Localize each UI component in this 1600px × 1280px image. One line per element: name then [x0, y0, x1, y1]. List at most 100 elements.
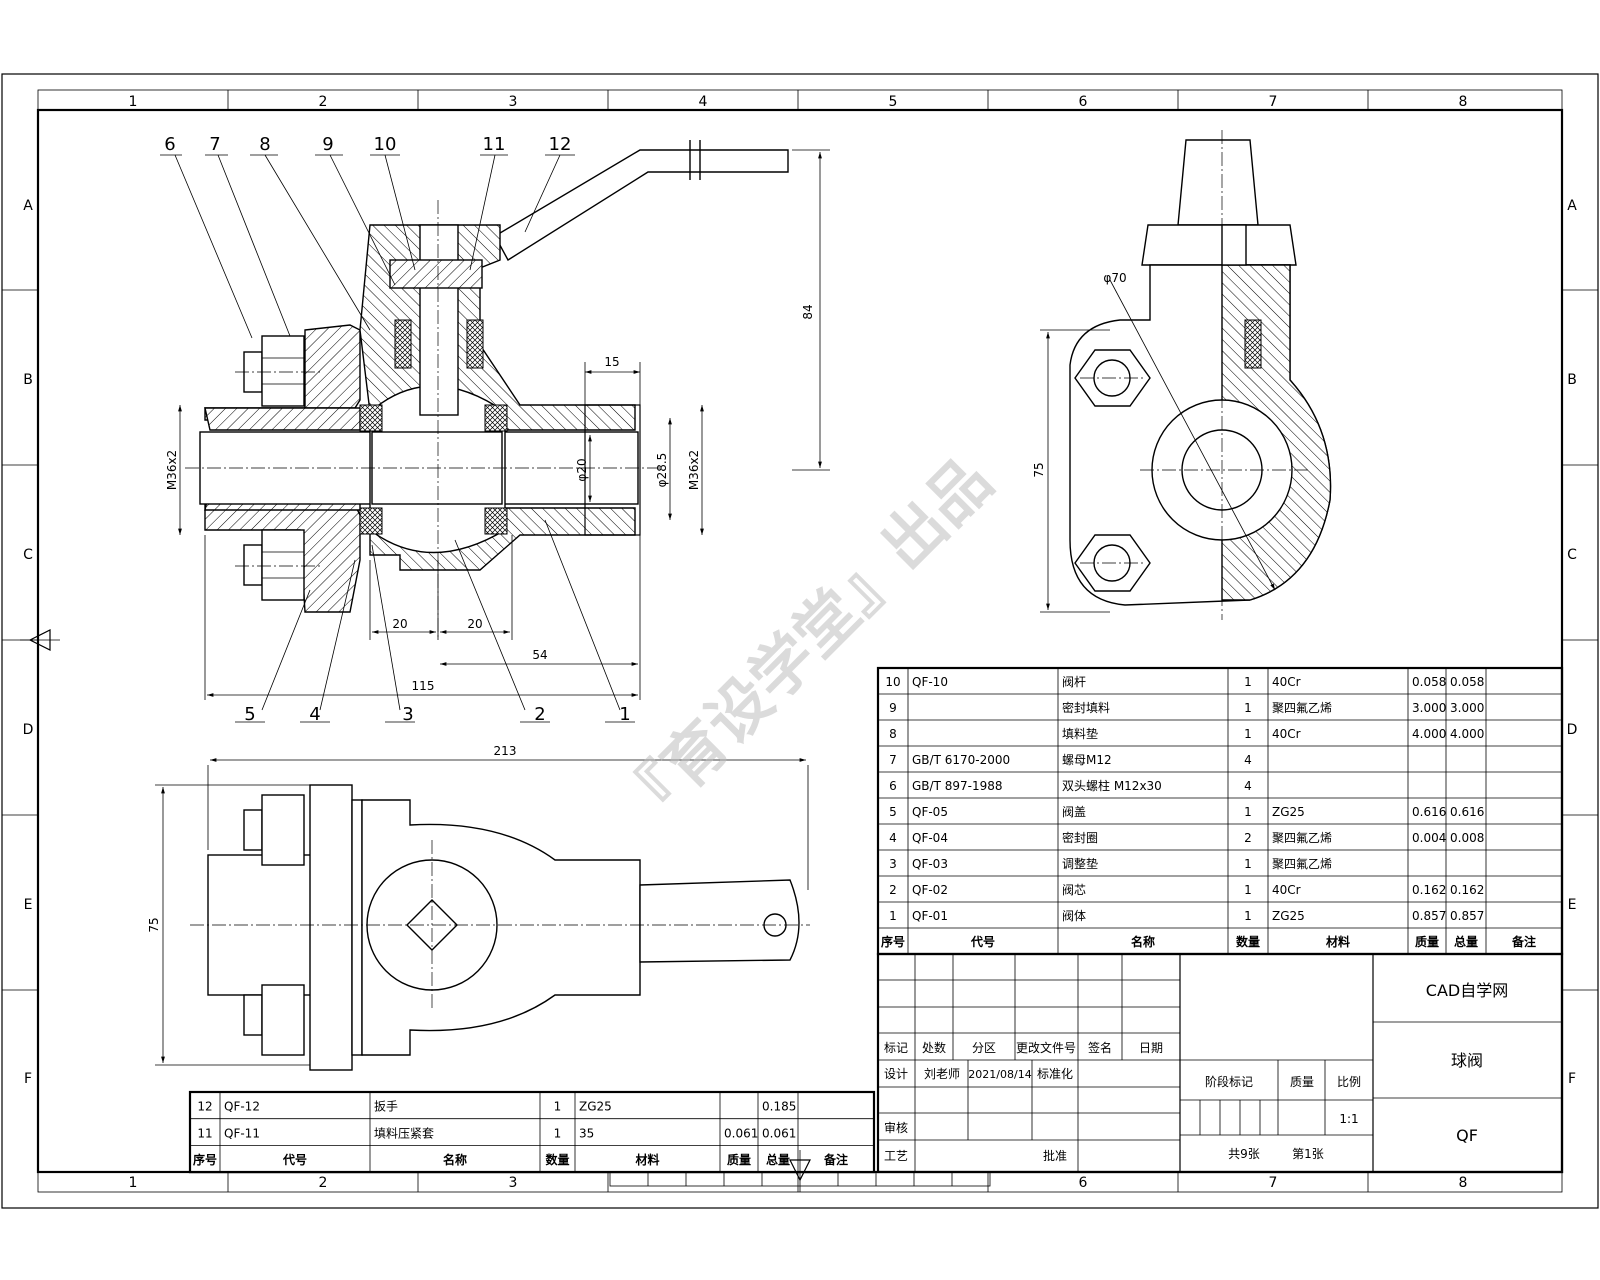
- rev-header-sign: 签名: [1088, 1040, 1112, 1055]
- table-cell: 4: [1244, 779, 1252, 793]
- table-cell: 1: [1244, 883, 1252, 897]
- svg-text:B: B: [1567, 372, 1577, 388]
- sheets-total: 共9张: [1228, 1147, 1260, 1161]
- svg-text:6: 6: [1079, 1175, 1088, 1191]
- table-cell: QF-02: [912, 883, 948, 897]
- balloon-8: 8: [259, 134, 270, 155]
- table-header-cell: 总量: [766, 1152, 790, 1167]
- table-header-cell: 材料: [634, 1152, 659, 1167]
- process-label: 工艺: [884, 1149, 908, 1163]
- part-balloons: [160, 154, 635, 723]
- table-header-cell: 备注: [823, 1152, 848, 1167]
- dim-thread-left: M36x2: [165, 450, 179, 490]
- balloon-2: 2: [534, 704, 545, 725]
- table-cell: 12: [197, 1100, 212, 1114]
- table-cell: 1: [554, 1126, 562, 1140]
- table-cell: 4: [1244, 753, 1252, 767]
- balloon-5: 5: [244, 704, 255, 725]
- part-name: 球阀: [1451, 1051, 1483, 1070]
- table-cell: 阀杆: [1062, 675, 1086, 689]
- table-cell: QF-04: [912, 831, 948, 845]
- dim-15: 15: [604, 355, 619, 369]
- svg-text:2: 2: [319, 1175, 328, 1191]
- table-cell: 0.162: [1412, 883, 1446, 897]
- design-label: 设计: [884, 1067, 908, 1081]
- table-cell: 密封圈: [1062, 830, 1098, 845]
- table-cell: 0.162: [1450, 883, 1484, 897]
- grid-ticks: [2, 90, 1598, 1192]
- svg-text:A: A: [23, 198, 33, 214]
- dim-bore: φ20: [575, 458, 589, 481]
- svg-text:E: E: [1568, 897, 1577, 913]
- rev-header-count: 处数: [922, 1040, 946, 1055]
- centering-mark-left: [20, 629, 60, 651]
- rev-header-mark: 标记: [884, 1041, 908, 1055]
- table-cell: 阀盖: [1062, 805, 1086, 819]
- balloon-6: 6: [164, 134, 175, 155]
- table-border: [188, 1090, 876, 1174]
- table-cell: 7: [889, 753, 897, 767]
- table-cell: 1: [1244, 727, 1252, 741]
- table-header-cell: 序号: [193, 1152, 217, 1167]
- svg-text:A: A: [1567, 198, 1577, 214]
- svg-text:D: D: [23, 722, 34, 738]
- table-cell: 3.000: [1450, 701, 1484, 715]
- rev-header-date: 日期: [1139, 1041, 1163, 1055]
- svg-text:8: 8: [1459, 94, 1468, 110]
- svg-text:3: 3: [509, 1175, 518, 1191]
- svg-text:8: 8: [1459, 1175, 1468, 1191]
- svg-text:D: D: [1567, 722, 1578, 738]
- table-cell: QF-11: [224, 1126, 260, 1140]
- table-cell: 4.000: [1450, 727, 1484, 741]
- table-cell: 0.857: [1412, 909, 1446, 923]
- table-cell: 1: [1244, 857, 1252, 871]
- table-header-cell: 序号: [881, 934, 905, 949]
- scale-label: 比例: [1337, 1075, 1361, 1089]
- balloon-1: 1: [619, 704, 630, 725]
- designer-name: 刘老师: [924, 1067, 960, 1081]
- table-cell: 8: [889, 727, 897, 741]
- table-header-cell: 质量: [727, 1152, 751, 1167]
- stage-label: 阶段标记: [1205, 1074, 1253, 1089]
- table-cell: 聚四氟乙烯: [1272, 857, 1332, 871]
- table-cell: 2: [889, 883, 897, 897]
- balloon-7: 7: [209, 134, 220, 155]
- grid-column-labels: 1 2 3 4 5 6 7 8 1 2 3 6 7 8: [129, 94, 1468, 1191]
- balloon-10: 10: [374, 134, 397, 155]
- table-cell: 0.857: [1450, 909, 1484, 923]
- table-cell: 0.058: [1412, 675, 1446, 689]
- table-header-cell: 总量: [1454, 934, 1478, 949]
- table-cell: 0.004: [1412, 831, 1446, 845]
- rev-header-doc: 更改文件号: [1016, 1040, 1076, 1055]
- table-cell: 4.000: [1412, 727, 1446, 741]
- dim-phi70: φ70: [1103, 271, 1126, 285]
- svg-text:C: C: [23, 547, 33, 563]
- dim-20b: 20: [467, 617, 482, 631]
- main-view-dimensions: 84 15 M36x2 M36x2 φ20 φ28.5 20 20 54 115: [165, 149, 830, 700]
- svg-text:7: 7: [1269, 94, 1278, 110]
- table-cell: 阀体: [1062, 909, 1086, 923]
- dim-84: 84: [801, 304, 815, 319]
- table-header-cell: 材料: [1325, 934, 1350, 949]
- svg-text:7: 7: [1269, 1175, 1278, 1191]
- title-block: 标记 处数 分区 更改文件号 签名 日期 设计 刘老师 2021/08/14 标…: [876, 952, 1564, 1174]
- table-header-cell: 代号: [970, 934, 995, 949]
- dim-115: 115: [412, 679, 435, 693]
- dim-outer: φ28.5: [655, 453, 669, 488]
- table-cell: 调整垫: [1062, 856, 1098, 871]
- table-cell: GB/T 897-1988: [912, 779, 1003, 793]
- table-cell: 5: [889, 805, 897, 819]
- table-cell: QF-12: [224, 1100, 260, 1114]
- table-cell: 1: [1244, 805, 1252, 819]
- drawing-number: QF: [1456, 1126, 1478, 1145]
- svg-text:E: E: [24, 897, 33, 913]
- table-cell: ZG25: [1272, 909, 1305, 923]
- table-header-cell: 名称: [443, 1152, 467, 1167]
- table-cell: 扳手: [374, 1100, 398, 1114]
- table-cell: 填料压紧套: [374, 1126, 434, 1140]
- table-cell: 填料垫: [1062, 726, 1098, 741]
- table-cell: QF-10: [912, 675, 948, 689]
- svg-text:1: 1: [129, 94, 138, 110]
- table-header-cell: 质量: [1415, 934, 1439, 949]
